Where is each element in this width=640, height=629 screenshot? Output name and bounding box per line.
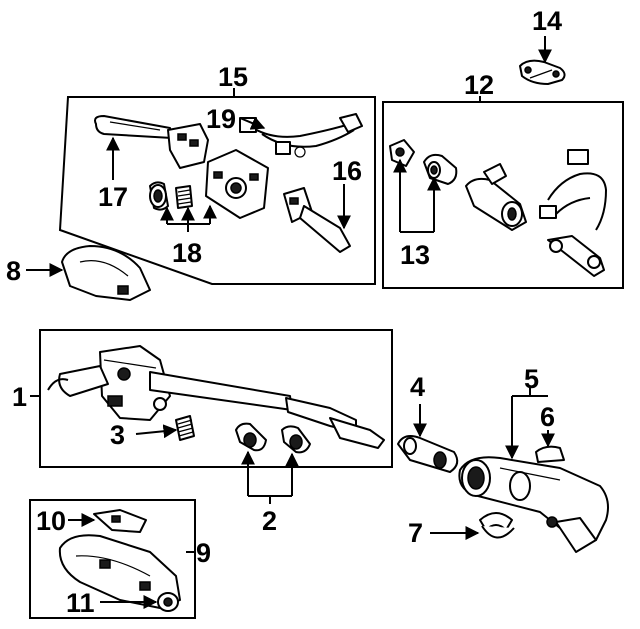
callout-19: 19 xyxy=(206,104,236,134)
part-10-bracket xyxy=(93,509,147,533)
callout-1: 1 xyxy=(12,382,27,412)
callout-10: 10 xyxy=(36,506,66,536)
part-12-ignition-switch xyxy=(465,149,608,277)
callout-2: 2 xyxy=(262,506,277,536)
part-4-universal-joint xyxy=(397,435,459,473)
part-11-grommet xyxy=(157,592,179,612)
callout-4: 4 xyxy=(410,372,425,402)
switch-assembly-frame xyxy=(58,96,376,285)
callout-14: 14 xyxy=(532,6,562,36)
part-14-bracket xyxy=(519,59,566,85)
column-assembly-frame xyxy=(39,329,393,468)
callout-8: 8 xyxy=(6,256,21,286)
part-6-clip xyxy=(535,445,565,463)
callout-12: 12 xyxy=(464,70,494,100)
callout-7: 7 xyxy=(408,518,423,548)
callout-6: 6 xyxy=(540,402,555,432)
part-2-column-bushings xyxy=(235,422,311,454)
part-8-upper-column-cover xyxy=(61,245,151,301)
part-9-lower-column-cover xyxy=(58,534,181,609)
part-7-retaining-ring xyxy=(479,512,515,539)
part-3-spring xyxy=(175,415,195,441)
part-5-column-housing xyxy=(458,456,609,553)
callout-13: 13 xyxy=(400,240,430,270)
callout-16: 16 xyxy=(332,156,362,186)
part-19-wiring-harness xyxy=(239,113,363,158)
callout-5: 5 xyxy=(524,364,539,394)
part-18-switch-body xyxy=(149,149,269,219)
callout-11: 11 xyxy=(66,588,95,618)
part-1-steering-column xyxy=(47,345,385,449)
lock-assembly-frame xyxy=(382,101,624,289)
leader-19 xyxy=(239,116,266,130)
callout-3: 3 xyxy=(110,420,125,450)
part-16-wiper-switch xyxy=(283,187,351,253)
callout-15: 15 xyxy=(218,62,248,92)
lower-cover-frame xyxy=(29,499,196,619)
callout-18: 18 xyxy=(172,238,202,268)
part-17-turn-signal-lever xyxy=(94,115,209,169)
leader-3 xyxy=(135,424,178,439)
callout-17: 17 xyxy=(98,182,128,212)
callout-9: 9 xyxy=(196,538,211,568)
